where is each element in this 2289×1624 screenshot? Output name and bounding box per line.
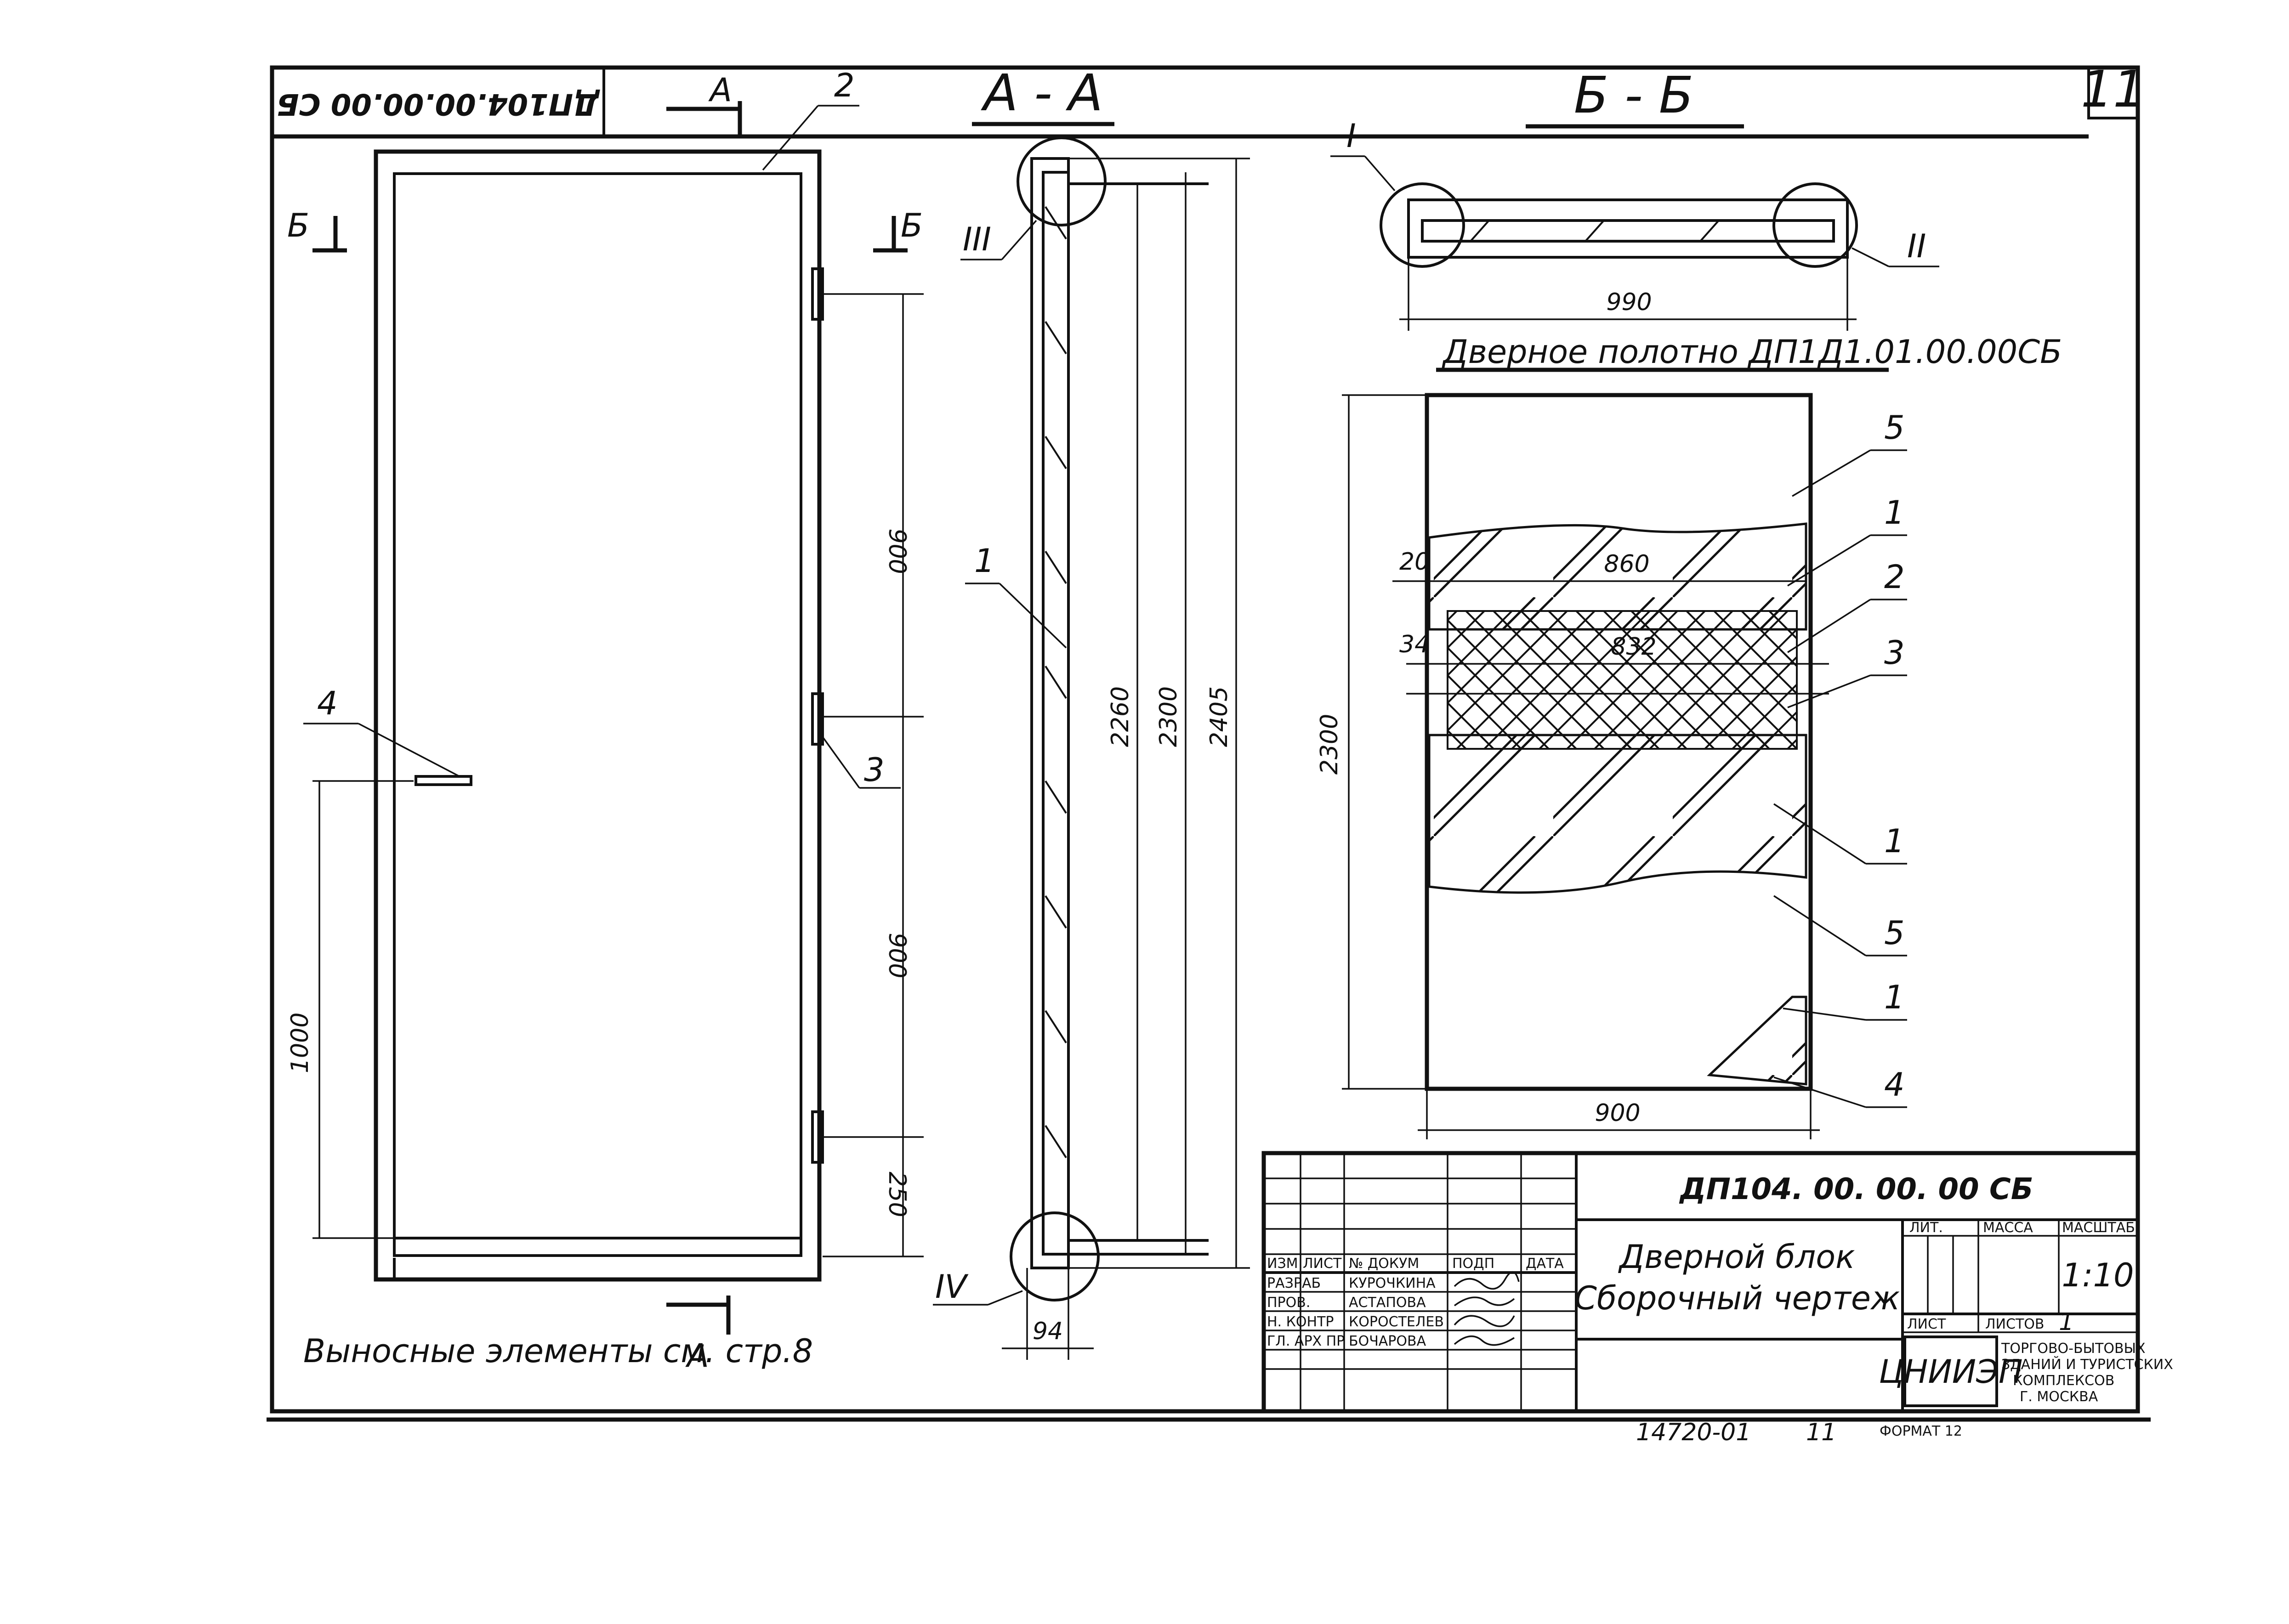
dim-2300-leaf: 2300 xyxy=(1316,714,1343,775)
tb-org-line-2: КОМПЛЕКСОВ xyxy=(2013,1373,2114,1389)
dim-2405: 2405 xyxy=(1205,686,1233,747)
dim-860: 860 xyxy=(1604,550,1649,578)
dim-94: 94 xyxy=(1033,1318,1063,1345)
sheet-number: 11 xyxy=(2081,60,2145,119)
door-leaf: Дверное полотно ДП1Д1.01.00.00СБ 2300 90… xyxy=(1316,333,2062,1139)
tb-role-1: ПРОВ. xyxy=(1267,1295,1310,1311)
bottom-code: 14720-01 xyxy=(1636,1419,1751,1446)
tb-sheets-value: 1 xyxy=(2059,1308,2074,1336)
front-view-note: Выносные элементы см. стр.8 xyxy=(303,1332,813,1370)
section-mark-a-top: А xyxy=(708,71,732,109)
title-block: ИЗМ ЛИСТ № ДОКУМ ПОДП ДАТА РАЗРАБ ПРОВ. … xyxy=(1261,1151,2173,1414)
tb-role-3: ГЛ. АРХ ПР xyxy=(1267,1333,1345,1349)
section-aa-insulation xyxy=(1045,206,1067,1159)
callout-ii: II xyxy=(1907,227,1926,265)
dim-2300-aa: 2300 xyxy=(1155,686,1182,747)
callout-leaf-1-bottom: 1 xyxy=(1884,979,1905,1016)
dim-250: 250 xyxy=(883,1171,911,1217)
section-mark-a-bottom: А xyxy=(685,1337,709,1375)
bottom-format: ФОРМАТ 12 xyxy=(1880,1423,1962,1439)
tb-org-logo: ЦНИИЭП xyxy=(1879,1353,2022,1391)
dim-900-lower: 900 xyxy=(883,933,911,978)
section-bb: Б - Б I II 990 xyxy=(1330,66,1939,331)
dim-900-upper: 900 xyxy=(883,528,911,574)
dim-990: 990 xyxy=(1606,289,1652,316)
tb-col-data: ДАТА xyxy=(1526,1256,1564,1272)
tb-org-line-3: Г. МОСКВА xyxy=(2020,1389,2098,1405)
callout-leaf-2: 2 xyxy=(1884,558,1905,596)
callout-iv: IV xyxy=(935,1268,969,1306)
tb-name-2: КОРОСТЕЛЕВ xyxy=(1349,1314,1444,1330)
signature-3 xyxy=(1454,1335,1515,1346)
callout-leaf-5-top: 5 xyxy=(1884,409,1905,447)
tb-col-podp: ПОДП xyxy=(1452,1256,1494,1272)
callout-i: I xyxy=(1346,117,1356,155)
tb-mass-label: МАССА xyxy=(1983,1220,2033,1236)
section-mark-b-left: Б xyxy=(287,207,309,244)
tb-col-izm: ИЗМ xyxy=(1267,1256,1298,1272)
tb-scale-label: МАСШТАБ xyxy=(2062,1220,2135,1236)
callout-leaf-1-top: 1 xyxy=(1884,494,1905,532)
tb-org-line-0: ТОРГОВО-БЫТОВЫХ xyxy=(2001,1341,2146,1357)
tb-name-1: АСТАПОВА xyxy=(1349,1295,1426,1311)
tb-scale-value: 1:10 xyxy=(2062,1256,2134,1294)
dim-1000: 1000 xyxy=(286,1013,314,1073)
bottom-sheet: 11 xyxy=(1806,1419,1836,1446)
tb-sheets-label: ЛИСТОВ xyxy=(1985,1316,2044,1332)
signature-1 xyxy=(1454,1296,1515,1307)
code-box: ДП104.00.00.00 СБ xyxy=(271,66,605,138)
bottom-strip: 14720-01 11 ФОРМАТ 12 xyxy=(1636,1419,1962,1446)
callout-iii: III xyxy=(963,221,991,258)
callout-3: 3 xyxy=(864,751,885,789)
callout-1-aa: 1 xyxy=(974,542,995,580)
front-view: 900 900 250 1000 А А Б Б 2 4 3 Выносные … xyxy=(286,67,924,1375)
tb-name-0: КУРОЧКИНА xyxy=(1349,1275,1436,1291)
dim-34: 34 xyxy=(1399,631,1430,658)
dim-900-leaf: 900 xyxy=(1595,1099,1640,1127)
tb-designation: ДП104. 00. 00. 00 СБ xyxy=(1679,1172,2033,1206)
signature-2 xyxy=(1454,1315,1515,1327)
callout-leaf-3: 3 xyxy=(1884,634,1905,672)
tb-role-0: РАЗРАБ xyxy=(1267,1275,1321,1291)
code-box-text: ДП104.00.00.00 СБ xyxy=(277,87,600,121)
sheet-number-box: 11 xyxy=(2081,60,2145,119)
section-aa: А - А III IV 1 xyxy=(933,63,1250,1360)
section-bb-title: Б - Б xyxy=(1574,66,1694,124)
tb-role-2: Н. КОНТР xyxy=(1267,1314,1334,1330)
dim-20: 20 xyxy=(1399,548,1430,576)
tb-lit-label: ЛИТ. xyxy=(1909,1220,1943,1236)
callout-4: 4 xyxy=(317,685,338,722)
tb-col-list: ЛИСТ xyxy=(1303,1256,1342,1272)
tb-name-line1: Дверной блок xyxy=(1618,1238,1855,1276)
tb-col-dokum: № ДОКУМ xyxy=(1349,1256,1419,1272)
door-leaf-title: Дверное полотно ДП1Д1.01.00.00СБ xyxy=(1442,333,2062,371)
tb-name-3: БОЧАРОВА xyxy=(1349,1333,1426,1349)
dim-2260: 2260 xyxy=(1107,686,1134,747)
section-mark-b-right: Б xyxy=(901,207,923,244)
callout-leaf-4: 4 xyxy=(1884,1066,1905,1103)
tb-name-line2: Сборочный чертеж xyxy=(1574,1279,1900,1317)
tb-org-line-1: ЗДАНИЙ И ТУРИСТСКИХ xyxy=(2001,1356,2173,1373)
tb-sheet-label: ЛИСТ xyxy=(1907,1316,1946,1332)
callout-2: 2 xyxy=(834,67,855,104)
callout-leaf-5-bottom: 5 xyxy=(1884,914,1905,952)
callout-leaf-1-mid: 1 xyxy=(1884,822,1905,860)
section-aa-title: А - А xyxy=(981,63,1103,122)
dim-832: 832 xyxy=(1611,633,1656,661)
signature-0 xyxy=(1454,1271,1520,1290)
